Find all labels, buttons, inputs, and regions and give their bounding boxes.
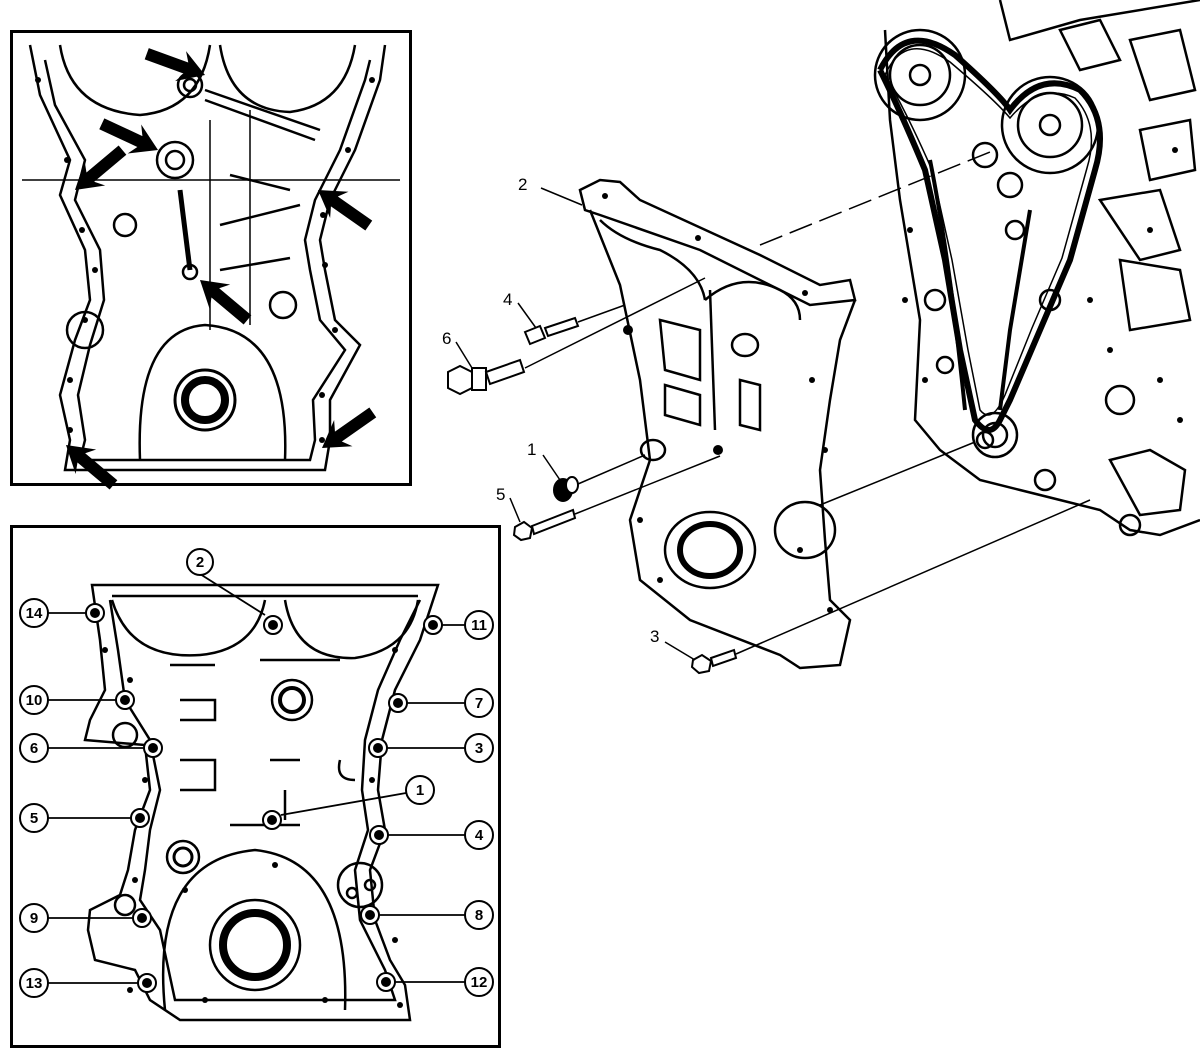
sequence-bolts [85, 603, 443, 993]
svg-text:11: 11 [471, 617, 487, 634]
bottom-inset-holes [102, 647, 403, 1008]
bottom-inset-cover [83, 583, 440, 1022]
bolt-6-icon [447, 358, 526, 396]
callout-2: 2 [518, 175, 527, 194]
svg-text:14: 14 [26, 605, 43, 622]
bolt-3-icon [690, 648, 738, 675]
svg-text:8: 8 [475, 907, 483, 924]
seq-number-1: 1 [405, 775, 435, 805]
arrow-icon [144, 48, 205, 82]
seq-number-12: 12 [464, 967, 494, 997]
arrow-icon [66, 445, 118, 490]
callout-5: 5 [496, 485, 505, 504]
seq-number-3: 3 [464, 733, 494, 763]
sequence-numbers: 2 14 11 10 7 6 3 1 5 4 9 8 13 12 [19, 548, 494, 998]
top-inset-bolt-holes [35, 77, 375, 443]
stud-4-icon [523, 316, 580, 346]
arrow-icon [200, 280, 252, 325]
svg-text:9: 9 [30, 910, 38, 927]
seq-number-7: 7 [464, 688, 494, 718]
fasteners [447, 316, 738, 675]
sealant-detail-inset [10, 30, 412, 486]
arrow-icon [75, 145, 127, 190]
callout-1: 1 [527, 440, 536, 459]
seq-number-14: 14 [19, 598, 49, 628]
seq-number-2: 2 [186, 548, 214, 576]
svg-text:10: 10 [26, 692, 43, 709]
seq-number-13: 13 [19, 968, 49, 998]
callout-3: 3 [650, 627, 659, 646]
svg-text:5: 5 [30, 810, 38, 827]
arrow-icons [66, 48, 377, 490]
seq-number-8: 8 [464, 900, 494, 930]
callout-6: 6 [442, 329, 451, 348]
svg-text:3: 3 [475, 740, 483, 757]
bolt-5-icon [512, 508, 577, 542]
svg-text:6: 6 [30, 740, 38, 757]
bolt-1-icon [553, 476, 579, 502]
seq-number-6: 6 [19, 733, 49, 763]
arrow-icon [99, 118, 158, 154]
seq-number-11: 11 [464, 610, 494, 640]
seq-number-5: 5 [19, 803, 49, 833]
seq-number-4: 4 [464, 820, 494, 850]
engine-texture [902, 147, 1183, 423]
svg-text:4: 4 [475, 827, 484, 844]
sequence-leaders [48, 573, 465, 984]
callout-4: 4 [503, 290, 512, 309]
cover-bolt-holes [602, 193, 833, 613]
top-inset-cover [28, 44, 387, 472]
svg-text:2: 2 [196, 554, 204, 571]
arrow-icon [318, 190, 373, 231]
svg-text:7: 7 [475, 695, 483, 712]
svg-text:12: 12 [471, 974, 488, 991]
engine-block [873, 0, 1200, 537]
seq-number-9: 9 [19, 903, 49, 933]
seq-number-10: 10 [19, 685, 49, 715]
front-cover [578, 178, 857, 670]
svg-text:1: 1 [416, 782, 424, 799]
svg-text:13: 13 [26, 975, 43, 992]
alignment-lines [455, 151, 1091, 661]
exploded-callouts: 2 4 6 1 5 3 [442, 175, 659, 646]
arrow-icon [322, 407, 377, 448]
